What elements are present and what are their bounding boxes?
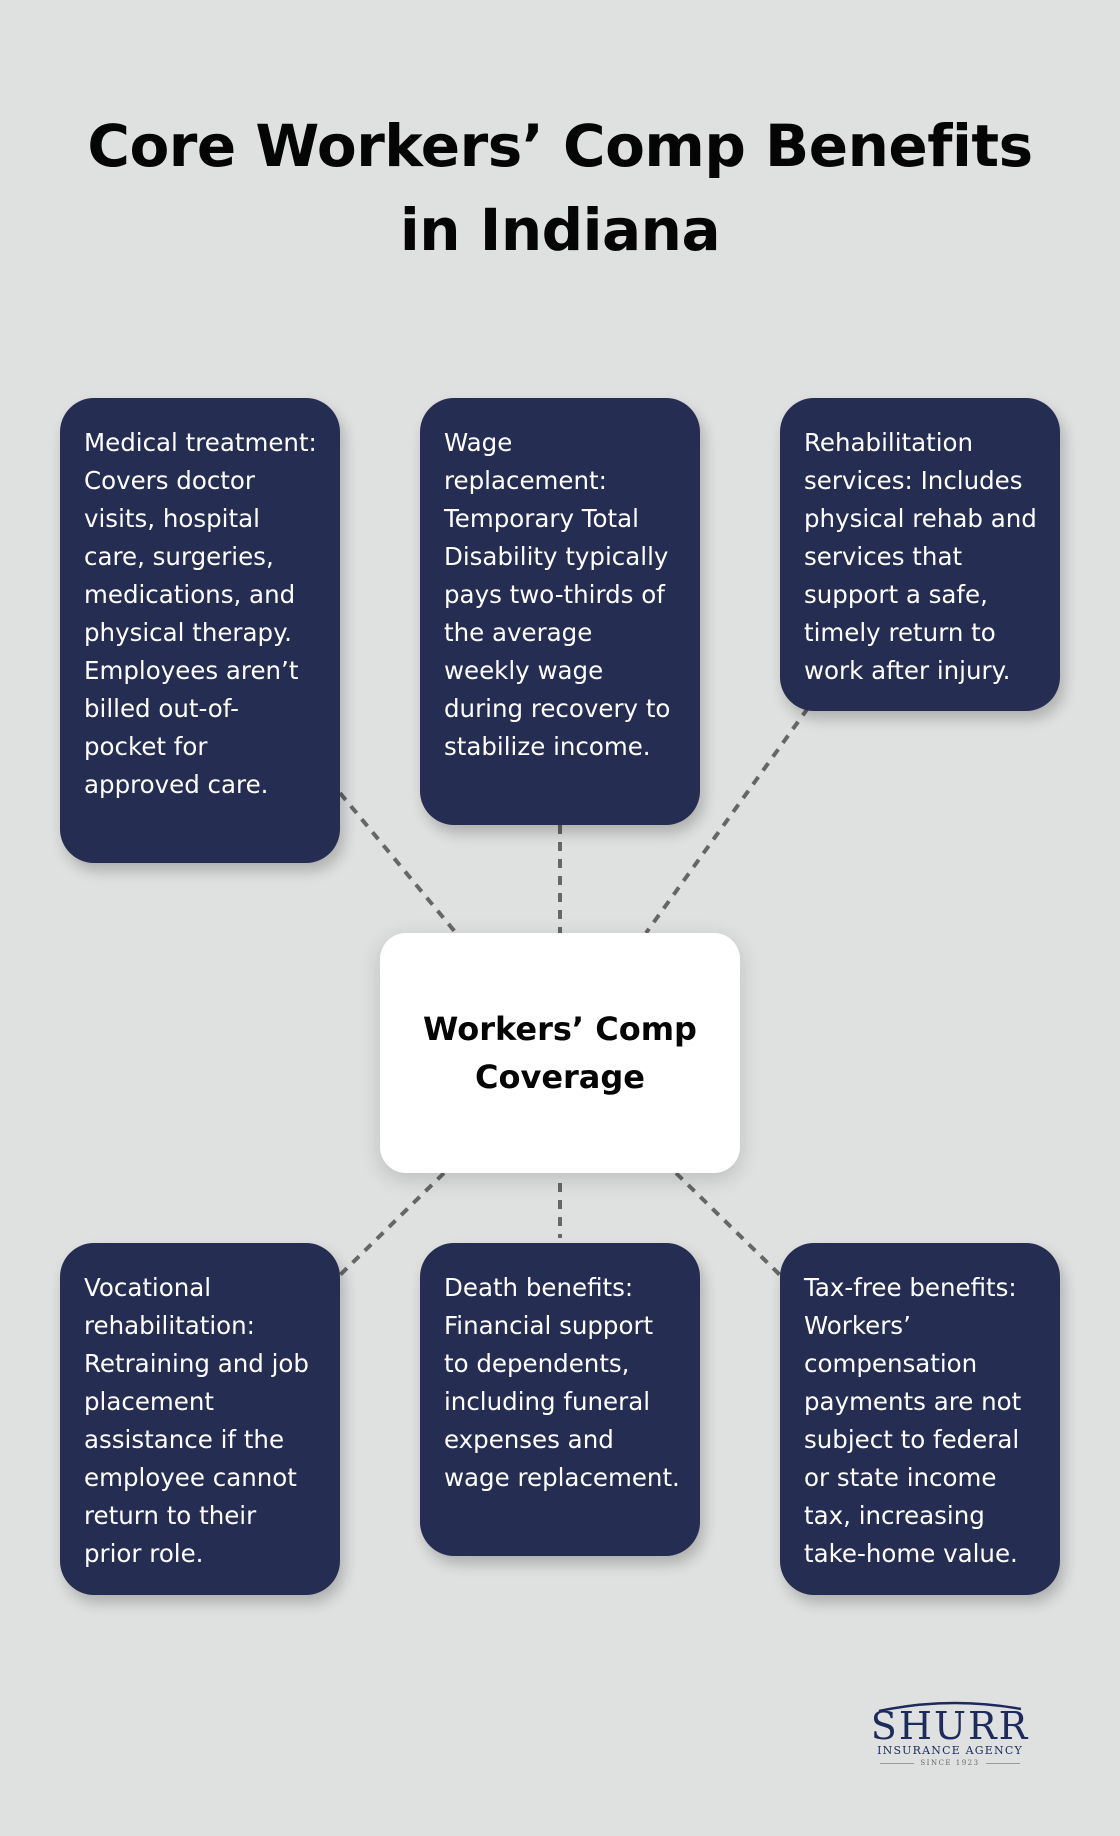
connector-top-right	[644, 706, 810, 935]
logo-since: SINCE 1923	[860, 1758, 1040, 1768]
benefit-text: Medical treatment: Covers doctor visits,…	[84, 428, 317, 799]
logo-rule-right	[985, 1762, 1020, 1764]
connector-top-left	[338, 791, 458, 935]
shurr-logo: SHURR INSURANCE AGENCY SINCE 1923	[860, 1700, 1040, 1768]
page-title: Core Workers’ Comp Benefits in Indiana	[0, 104, 1120, 272]
logo-name: SHURR	[870, 1704, 1030, 1748]
benefit-text: Vocational rehabilitation: Retraining an…	[84, 1273, 309, 1568]
benefit-wage-replacement: Wage replacement: Temporary Total Disabi…	[420, 398, 700, 825]
center-line-2: Coverage	[474, 1058, 645, 1096]
title-line-2: in Indiana	[399, 196, 721, 264]
logo-rule-left	[880, 1762, 915, 1764]
benefit-text: Wage replacement: Temporary Total Disabi…	[444, 428, 671, 761]
logo-subtitle: INSURANCE AGENCY	[877, 1744, 1023, 1757]
benefit-tax-free-benefits: Tax-free benefits: Workers’ compensation…	[780, 1243, 1060, 1595]
benefit-rehabilitation-services: Rehabilitation services: Includes physic…	[780, 398, 1060, 711]
connector-bottom-left	[338, 1171, 446, 1277]
benefit-death-benefits: Death benefits: Financial support to dep…	[420, 1243, 700, 1556]
benefit-text: Death benefits: Financial support to dep…	[444, 1273, 680, 1492]
center-node-workers-comp-coverage: Workers’ Comp Coverage	[380, 933, 740, 1173]
logo-swoosh-icon	[878, 1701, 1022, 1712]
benefit-text: Rehabilitation services: Includes physic…	[804, 428, 1037, 685]
logo-since-text: SINCE 1923	[920, 1759, 980, 1767]
benefit-medical-treatment: Medical treatment: Covers doctor visits,…	[60, 398, 340, 863]
benefit-vocational-rehabilitation: Vocational rehabilitation: Retraining an…	[60, 1243, 340, 1595]
connector-bottom-right	[674, 1171, 782, 1277]
center-line-1: Workers’ Comp	[423, 1010, 697, 1048]
title-line-1: Core Workers’ Comp Benefits	[87, 112, 1033, 180]
benefit-text: Tax-free benefits: Workers’ compensation…	[804, 1273, 1022, 1568]
